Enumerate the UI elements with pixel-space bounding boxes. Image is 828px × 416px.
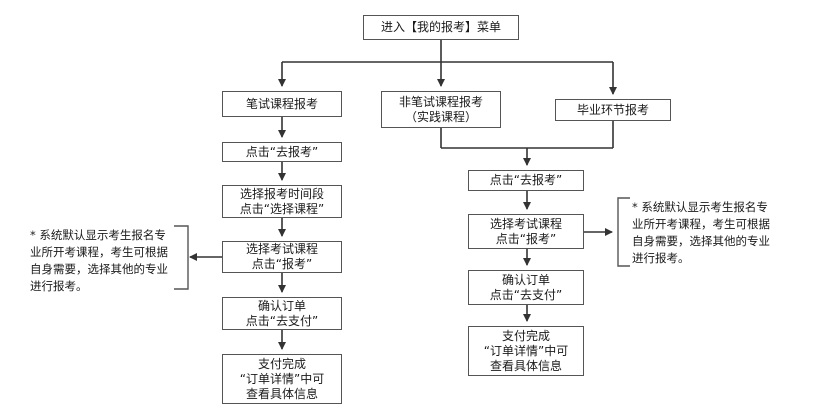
- step-line: 点击“选择课程”: [239, 201, 325, 216]
- non-written-sublabel: （实践课程）: [404, 109, 477, 124]
- step-line: 点击“去支付”: [245, 313, 319, 328]
- step-line: 支付完成: [257, 356, 306, 371]
- step-line: 确认订单: [501, 272, 550, 287]
- non-written-exam-box: 非笔试课程报考 （实践课程）: [381, 91, 501, 128]
- root-label: 进入【我的报考】菜单: [380, 20, 501, 34]
- note-line: * 系统默认显示考生报名专: [30, 228, 166, 242]
- step-line: 点击“去支付”: [489, 287, 563, 302]
- right-step-payment-done: 支付完成 “订单详情”中可 查看具体信息: [468, 326, 584, 376]
- left-step-go-register: 点击“去报考”: [222, 142, 342, 162]
- note-line: 自身需要，选择其他的专业: [30, 262, 168, 276]
- graduation-box: 毕业环节报考: [555, 99, 671, 121]
- step-line: 选择报考时间段: [239, 186, 324, 201]
- note-line: 业所开考课程，考生可根据: [30, 245, 168, 259]
- step-line: 查看具体信息: [245, 386, 318, 401]
- step-line: 确认订单: [257, 298, 306, 313]
- right-step-go-register: 点击“去报考”: [468, 170, 584, 191]
- right-step-confirm-order: 确认订单 点击“去支付”: [468, 270, 584, 305]
- step-line: “订单详情”中可: [239, 371, 325, 386]
- right-step-select-course: 选择考试课程 点击“报考”: [468, 214, 584, 249]
- step-line: 选择考试课程: [245, 242, 318, 256]
- note-line: 自身需要，选择其他的专业: [632, 234, 770, 248]
- root-box: 进入【我的报考】菜单: [363, 15, 519, 40]
- step-line: 点击“报考”: [495, 231, 557, 246]
- step-line: 支付完成: [501, 328, 550, 343]
- written-exam-label: 笔试课程报考: [245, 96, 318, 111]
- step-line: “订单详情”中可: [483, 343, 569, 358]
- note-line: 进行报考。: [30, 279, 88, 293]
- left-step-select-course: 选择考试课程 点击“报考”: [222, 241, 342, 273]
- step-line: 点击“去报考”: [489, 173, 563, 187]
- left-step-payment-done: 支付完成 “订单详情”中可 查看具体信息: [222, 354, 342, 404]
- right-note-bracket: [617, 197, 630, 267]
- left-step-select-period: 选择报考时间段 点击“选择课程”: [222, 185, 342, 218]
- step-line: 选择考试课程: [489, 216, 562, 231]
- step-line: 点击“报考”: [251, 257, 313, 271]
- step-line: 点击“去报考”: [245, 144, 319, 159]
- left-note-bracket: [174, 225, 189, 290]
- written-exam-box: 笔试课程报考: [222, 91, 342, 117]
- non-written-label: 非笔试课程报考: [398, 94, 483, 109]
- step-line: 查看具体信息: [489, 358, 562, 373]
- right-note: * 系统默认显示考生报名专 业所开考课程，考生可根据 自身需要，选择其他的专业 …: [632, 199, 770, 267]
- note-line: 业所开考课程，考生可根据: [632, 217, 770, 231]
- left-note: * 系统默认显示考生报名专 业所开考课程，考生可根据 自身需要，选择其他的专业 …: [30, 227, 168, 295]
- graduation-label: 毕业环节报考: [576, 102, 649, 117]
- note-line: * 系统默认显示考生报名专: [632, 200, 768, 214]
- left-step-confirm-order: 确认订单 点击“去支付”: [222, 297, 342, 330]
- note-line: 进行报考。: [632, 251, 690, 265]
